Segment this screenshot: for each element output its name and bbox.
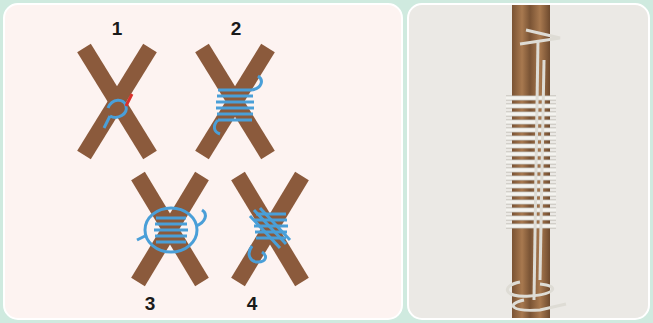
step-3-poles [138,176,202,282]
callout-number: 1 [112,19,123,38]
callout-number: 2 [231,19,242,38]
step-2-poles [202,48,268,155]
step-4-poles [238,176,302,282]
callout-number: 3 [145,294,156,313]
callout-number: 4 [247,294,258,313]
left-panel [4,4,402,319]
step-1-poles [84,48,150,155]
step-3-rope [137,208,205,252]
step-1-rope [104,94,132,128]
right-panel-border [408,4,649,319]
photo-panel [408,4,649,319]
step-2-rope [214,76,261,134]
step-4-rope [249,208,290,262]
